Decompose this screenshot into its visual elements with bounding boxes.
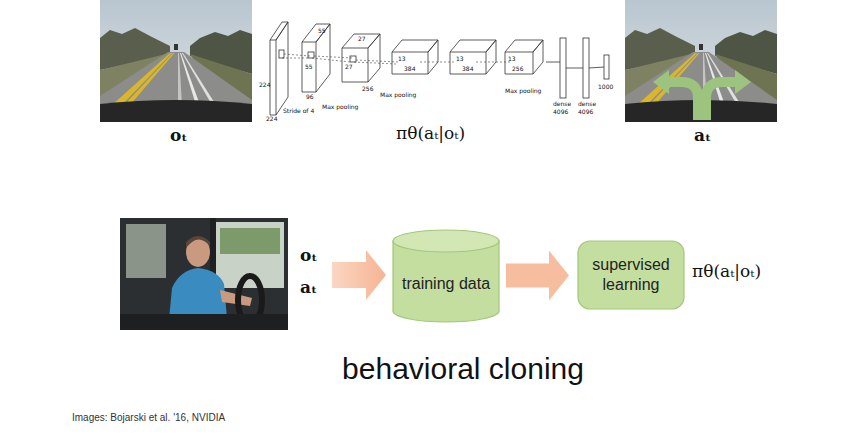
block-arrow-shape — [506, 251, 569, 301]
math-label: πθ(aₜ|oₜ) — [692, 262, 761, 281]
layer-dimension: 55 — [305, 64, 313, 71]
layer-dimension: 1000 — [598, 84, 613, 91]
box-outline — [578, 241, 684, 309]
node-text: training data — [396, 274, 496, 294]
layer-dimension: 4096 — [553, 109, 568, 116]
layer-dimension: 256 — [362, 86, 373, 93]
layer-dimension: 96 — [306, 94, 314, 101]
layer-dimension: Max pooling — [322, 104, 358, 111]
layer-dimension: dense — [553, 101, 571, 108]
credit-note: Images: Bojarski et al. '16, NVIDIA — [72, 412, 225, 423]
layer-dimension: dense — [578, 101, 596, 108]
layer-dimension: Max pooling — [505, 88, 541, 95]
layer-dimension: 27 — [358, 36, 366, 43]
cylinder-top — [393, 230, 499, 252]
node-text: supervised learning — [577, 255, 685, 295]
layer-dimension: 13 — [398, 56, 406, 63]
process-box: supervised learning — [577, 240, 685, 310]
layer-dimension: Max pooling — [380, 92, 416, 99]
layer-dimension: 4096 — [578, 109, 593, 116]
caption: behavioral cloning — [213, 352, 713, 385]
layer-dimension: 384 — [462, 66, 473, 73]
node-outline — [577, 240, 685, 310]
layer-dimension: 256 — [512, 66, 523, 73]
math-label: oₜ — [170, 126, 188, 145]
layer-dimension: 13 — [508, 56, 516, 63]
layer-dimension: 384 — [404, 66, 415, 73]
math-label: aₜ — [694, 126, 711, 145]
data-cylinder: training data — [392, 230, 500, 322]
cylinder-body — [393, 241, 499, 322]
math-label: πθ(aₜ|oₜ) — [396, 124, 465, 143]
layer-dimension: 224 — [266, 116, 277, 123]
layer-dimension: 55 — [318, 28, 326, 35]
layer-dimension: 13 — [456, 56, 464, 63]
layer-dimension: 27 — [345, 64, 353, 71]
math-label: oₜ — [300, 246, 318, 265]
block-arrow — [506, 251, 569, 301]
math-label: aₜ — [300, 278, 317, 297]
layer-dimension: Stride of 4 — [283, 108, 314, 115]
layer-dimension: 224 — [259, 82, 270, 89]
